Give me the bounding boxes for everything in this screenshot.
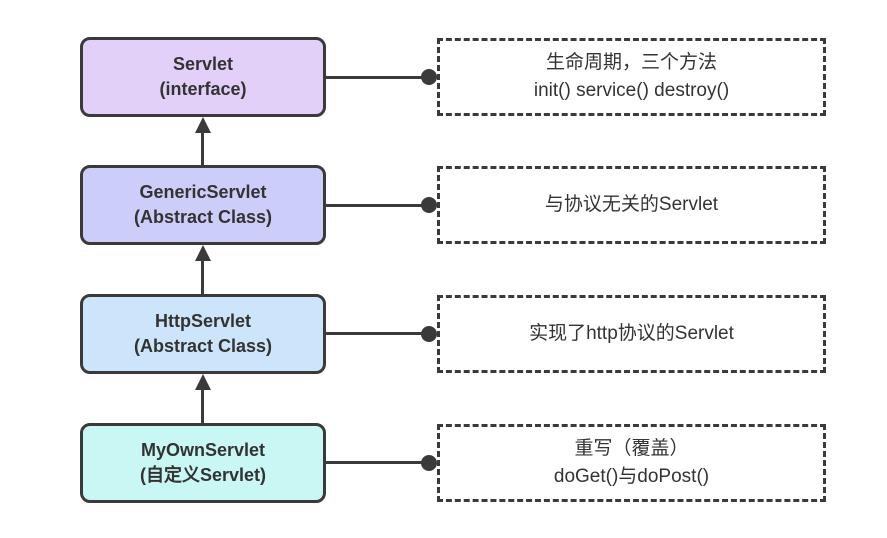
node-genericservlet: GenericServlet (Abstract Class)	[80, 165, 326, 245]
note-line: init() service() destroy()	[533, 79, 730, 101]
inheritance-arrow-line	[201, 133, 204, 165]
node-myownservlet-title: MyOwnServlet	[140, 439, 266, 460]
note-connector-dot-icon	[421, 197, 437, 213]
note-connector-line	[326, 76, 430, 79]
node-servlet-title: Servlet	[172, 53, 234, 74]
note-connector-dot-icon	[421, 69, 437, 85]
inheritance-arrow-head-icon	[195, 245, 211, 261]
note-myownservlet: 重写（覆盖） doGet()与doPost()	[437, 424, 826, 502]
node-myownservlet-subtitle: (自定义Servlet)	[139, 465, 267, 485]
node-httpservlet-title: HttpServlet	[154, 310, 252, 331]
note-connector-dot-icon	[421, 455, 437, 471]
note-connector-line	[326, 204, 430, 207]
note-httpservlet: 实现了http协议的Servlet	[437, 295, 826, 373]
note-line: doGet()与doPost()	[553, 465, 710, 487]
inheritance-arrow-line	[201, 261, 204, 294]
note-line: 实现了http协议的Servlet	[529, 322, 734, 344]
note-servlet-lifecycle: 生命周期，三个方法 init() service() destroy()	[437, 38, 826, 116]
node-servlet-subtitle: (interface)	[159, 79, 247, 99]
inheritance-arrow-head-icon	[195, 117, 211, 133]
node-genericservlet-title: GenericServlet	[139, 181, 267, 202]
note-connector-line	[326, 461, 430, 464]
inheritance-arrow-head-icon	[195, 374, 211, 390]
node-httpservlet-subtitle: (Abstract Class)	[133, 336, 273, 356]
node-myownservlet: MyOwnServlet (自定义Servlet)	[80, 423, 326, 503]
note-line: 生命周期，三个方法	[545, 51, 717, 73]
note-genericservlet: 与协议无关的Servlet	[437, 166, 826, 244]
note-line: 与协议无关的Servlet	[544, 193, 719, 215]
note-line: 重写（覆盖）	[574, 437, 689, 459]
note-connector-line	[326, 332, 430, 335]
node-genericservlet-subtitle: (Abstract Class)	[133, 207, 273, 227]
inheritance-arrow-line	[201, 390, 204, 423]
node-httpservlet: HttpServlet (Abstract Class)	[80, 294, 326, 374]
node-servlet: Servlet (interface)	[80, 37, 326, 117]
note-connector-dot-icon	[421, 326, 437, 342]
